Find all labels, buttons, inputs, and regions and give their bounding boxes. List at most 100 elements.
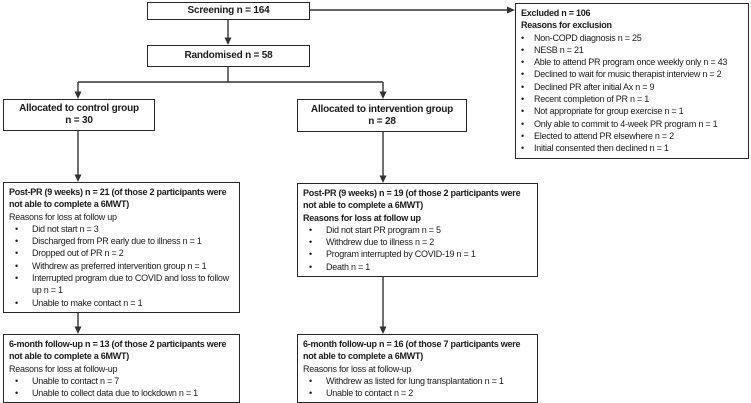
bullet-text: Dropped out of PR n = 2 (32, 248, 124, 259)
intervention-post-pr-box: Post-PR (9 weeks) n = 19 (of those 2 par… (297, 183, 538, 278)
screening-box: Screening n = 164 (147, 2, 310, 20)
bullet-dot: • (521, 130, 524, 141)
bullet-item: • Withdrew as listed for lung transplanta… (303, 375, 533, 387)
bullet-text: Non-COPD diagnosis n = 25 (534, 32, 642, 43)
bullet-dot: • (309, 388, 312, 399)
bullet-dot: • (521, 44, 524, 55)
bullet-dot: • (521, 106, 524, 117)
bullet-dot: • (15, 375, 18, 386)
intervention-post-pr-bullet-list: • Did not start PR program n = 5 • Withdrew… (303, 224, 533, 273)
bullet-text: Recent completion of PR n = 1 (534, 94, 650, 105)
bullet-dot: • (15, 236, 18, 247)
bullet-dot: • (15, 223, 18, 234)
bullet-item: •NESB n = 21 (521, 44, 744, 56)
bullet-text: Did not start PR program n = 5 (326, 224, 441, 235)
bullet-text: Unable to collect data due to lockdown n… (32, 388, 198, 399)
bullet-dot: • (309, 237, 312, 248)
connector-screening-randomised (224, 19, 232, 45)
control-allocation-line2: n = 30 (65, 115, 93, 126)
bullet-item: •Elected to attend PR elsewhere n = 2 (521, 130, 744, 142)
intervention-allocation-line1: Allocated to intervention group (310, 103, 454, 115)
excluded-title: Excluded n = 106 (521, 8, 591, 18)
bullet-text: Only able to commit to 4-week PR program… (534, 118, 718, 129)
bullet-item: • Unable to make contact n = 1 (9, 297, 235, 309)
connector-randomised-branch (74, 67, 387, 99)
excluded-bullet-list: •Non-COPD diagnosis n = 25•NESB n = 21•A… (521, 32, 744, 155)
bullet-dot: • (15, 260, 18, 271)
bullet-dot: • (309, 249, 312, 260)
intervention-post-pr-subtitle: Reasons for loss at follow up (303, 212, 421, 223)
control-allocation-line1: Allocated to control group (19, 103, 139, 114)
bullet-dot: • (521, 81, 524, 92)
bullet-dot: • (521, 32, 524, 43)
bullet-text: Not appropriate for group exercise n = 1 (534, 106, 684, 117)
bullet-dot: • (15, 273, 18, 284)
bullet-text: Withdrew as preferred intervention group… (32, 260, 207, 271)
excluded-subtitle: Reasons for exclusion (521, 20, 612, 31)
control-allocation-box: Allocated to control group n = 30 (3, 99, 155, 131)
bullet-item: •Dropped out of PR n = 2 (9, 247, 235, 259)
bullet-text: Able to attend PR program once weekly on… (534, 57, 728, 68)
bullet-item: • Only able to commit to 4-week PR progra… (521, 118, 744, 130)
bullet-text: Declined to wait for music therapist int… (534, 69, 722, 80)
intervention-post-pr-title: Post-PR (9 weeks) n = 19 (of those 2 par… (303, 188, 521, 211)
bullet-text: Declined PR after initial Ax n = 9 (534, 81, 655, 92)
bullet-item: • Recent completion of PR n = 1 (521, 93, 744, 105)
connector-intervention-postpr (379, 132, 387, 183)
control-followup-bullet-list: • Unable to contact n = 7 • Unable to colle… (9, 375, 235, 400)
connector-control-postpr (74, 131, 82, 182)
control-followup-box: 6-month follow-up n = 13 (of those 2 par… (3, 334, 240, 403)
bullet-item: • Interrupted program due to COVID and lo… (9, 272, 235, 297)
control-followup-title: 6-month follow-up n = 13 (of those 2 par… (9, 339, 227, 362)
bullet-item: •Discharged from PR early due to illness… (9, 235, 235, 247)
bullet-text: Program interrupted by COVID-19 n = 1 (326, 249, 476, 260)
control-post-pr-box: Post-PR (9 weeks) n = 21 (of those 2 par… (3, 182, 240, 313)
bullet-text: Withdrew as listed for lung transplantat… (326, 375, 504, 386)
bullet-dot: • (309, 224, 312, 235)
control-post-pr-title: Post-PR (9 weeks) n = 21 (of those 2 par… (9, 187, 227, 210)
bullet-dot: • (521, 69, 524, 80)
connector-intervention-followup (379, 274, 387, 334)
bullet-dot: • (521, 143, 524, 154)
intervention-followup-box: 6-month follow-up n = 16 (of those 7 par… (297, 334, 538, 403)
bullet-text: Unable to make contact n = 1 (32, 297, 143, 308)
bullet-dot: • (309, 261, 312, 272)
bullet-text: Unable to contact n = 7 (32, 375, 120, 386)
control-followup-subtitle: Reasons for loss at follow-up (9, 363, 118, 374)
control-post-pr-bullet-list: • Did not start n = 3•Discharged from PR … (9, 223, 235, 309)
bullet-item: • Unable to collect data due to lockdown … (9, 387, 235, 399)
screening-label: Screening n = 164 (187, 5, 270, 16)
intervention-followup-title: 6-month follow-up n = 16 (of those 7 par… (303, 339, 521, 362)
bullet-dot: • (521, 118, 524, 129)
bullet-text: Did not start n = 3 (32, 223, 99, 234)
bullet-dot: • (521, 57, 524, 68)
connector-screening-excluded (310, 6, 515, 14)
intervention-followup-bullet-list: • Withdrew as listed for lung transplanta… (303, 375, 533, 400)
bullet-item: • Did not start PR program n = 5 (303, 224, 533, 236)
bullet-item: • Initial consented then declined n = 1 (521, 142, 744, 154)
bullet-dot: • (15, 297, 18, 308)
bullet-item: • Withdrew due to illness n = 2 (303, 236, 533, 248)
bullet-dot: • (309, 375, 312, 386)
control-post-pr-subtitle: Reasons for loss at follow up (9, 211, 117, 222)
randomised-label: Randomised n = 58 (184, 50, 273, 61)
bullet-text: Withdrew due to illness n = 2 (326, 237, 435, 248)
bullet-dot: • (521, 94, 524, 105)
bullet-dot: • (15, 388, 18, 399)
bullet-item: • Able to attend PR program once weekly o… (521, 56, 744, 68)
bullet-item: • Declined PR after initial Ax n = 9 (521, 81, 744, 93)
bullet-item: • Unable to contact n = 7 (9, 375, 235, 387)
bullet-text: Initial consented then declined n = 1 (534, 143, 669, 154)
bullet-text: Interrupted program due to COVID and los… (32, 273, 229, 296)
intervention-allocation-line2: n = 28 (368, 115, 396, 127)
bullet-item: • Not appropriate for group exercise n = … (521, 105, 744, 117)
bullet-item: • Program interrupted by COVID-19 n = 1 (303, 248, 533, 260)
bullet-item: • Did not start n = 3 (9, 223, 235, 235)
bullet-text: Unable to contact n = 2 (326, 388, 414, 399)
excluded-box: Excluded n = 106 Reasons for exclusion •… (515, 3, 749, 159)
bullet-item: • Non-COPD diagnosis n = 25 (521, 32, 744, 44)
bullet-item: • Unable to contact n = 2 (303, 387, 533, 399)
bullet-text: Death n = 1 (326, 261, 371, 272)
intervention-allocation-box: Allocated to intervention group n = 28 (297, 99, 467, 132)
